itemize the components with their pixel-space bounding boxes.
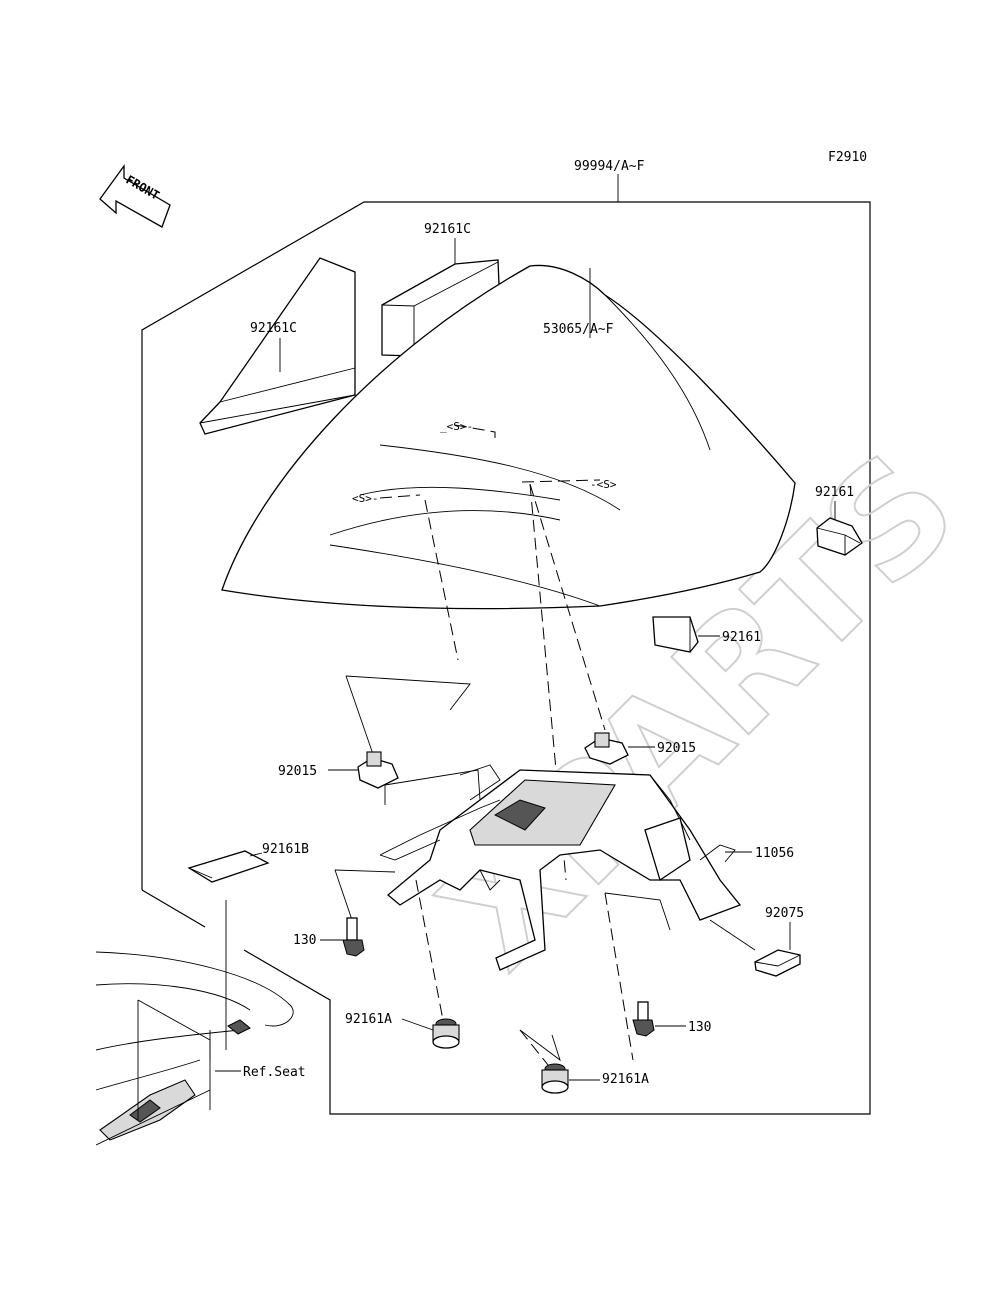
- svg-text:-<S>: -<S>: [590, 478, 617, 491]
- assembly-boundary: [141, 201, 871, 1115]
- svg-text:<S>-: <S>-: [352, 492, 379, 505]
- label-clip-right: 92015: [657, 741, 696, 756]
- damper-92161a-left: [432, 1018, 460, 1049]
- pad-92161c-left: [199, 257, 356, 435]
- ref-seat: [95, 951, 294, 1146]
- bolt-130-right: [632, 1001, 655, 1037]
- label-bolt-right: 130: [688, 1020, 711, 1035]
- label-damper-left: 92161A: [345, 1012, 392, 1027]
- bracket-11056: [379, 764, 742, 971]
- pad-92161-lower: [652, 616, 699, 653]
- label-pad-b: 92161B: [262, 842, 309, 857]
- part-92075: [754, 949, 801, 977]
- label-bolt-left: 130: [293, 933, 316, 948]
- seat-cover: _<S>- -<S> <S>-: [221, 264, 796, 610]
- clip-92015-right: [584, 732, 629, 765]
- damper-92161a-right: [541, 1063, 569, 1094]
- label-pad-right-lower: 92161: [722, 630, 761, 645]
- clip-92015-left: [357, 751, 399, 789]
- label-pad-c-left: 92161C: [250, 321, 297, 336]
- figure-code: F2910: [828, 150, 867, 165]
- label-assembly: 99994/A~F: [574, 159, 645, 174]
- label-clip-left: 92015: [278, 764, 317, 779]
- label-pad-c-top: 92161C: [424, 222, 471, 237]
- pad-92161-upper: [816, 517, 863, 556]
- pad-92161b: [187, 850, 270, 883]
- label-seat-cover: 53065/A~F: [543, 322, 614, 337]
- label-part-92075: 92075: [765, 906, 804, 921]
- svg-text:_<S>-: _<S>-: [440, 420, 473, 433]
- label-ref-seat: Ref.Seat: [243, 1065, 306, 1080]
- label-damper-right: 92161A: [602, 1072, 649, 1087]
- label-pad-right-upper: 92161: [815, 485, 854, 500]
- label-bracket: 11056: [755, 846, 794, 861]
- bolt-130-left: [342, 917, 365, 957]
- front-arrow-icon: FRONT: [99, 164, 171, 228]
